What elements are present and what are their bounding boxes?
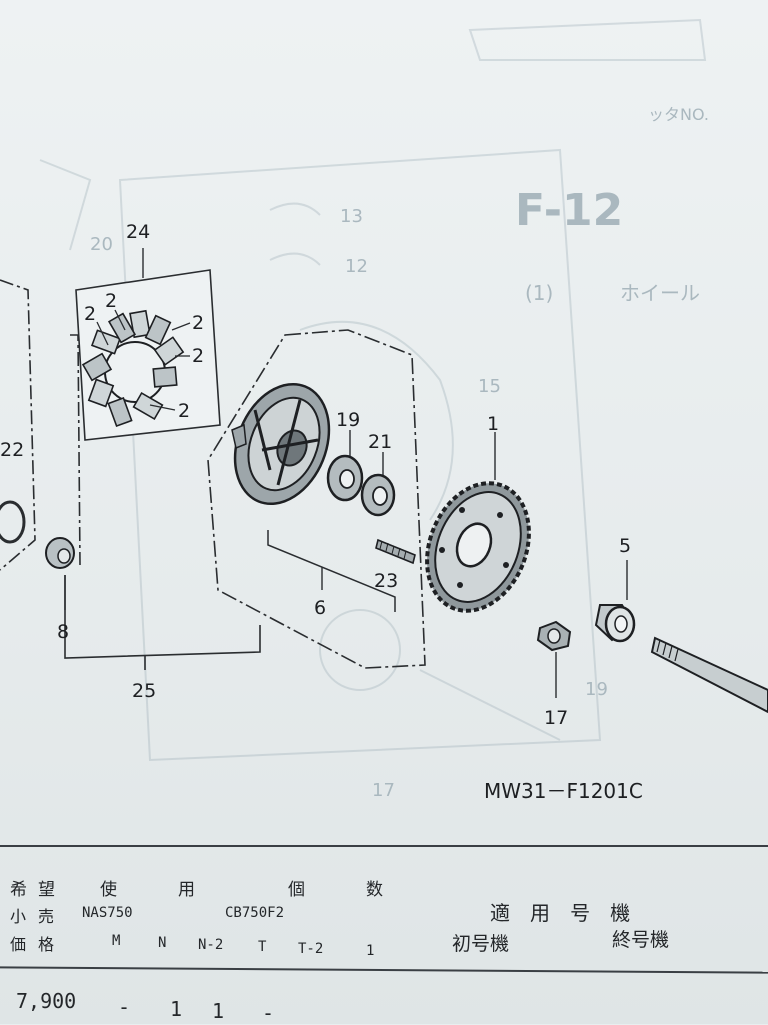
ghost-callout-17: 17: [372, 780, 395, 801]
column-n2: N-2: [198, 937, 224, 953]
collar-5: [594, 560, 636, 643]
bearing-19: [326, 430, 364, 502]
callout-8: 8: [57, 621, 69, 643]
column-1: 1: [366, 943, 375, 959]
callout-5: 5: [619, 535, 631, 557]
left-partial-group: [0, 279, 36, 571]
ghost-sub-code: (1): [525, 281, 553, 305]
rear-axle: [650, 636, 768, 714]
model-nas750: NAS750: [82, 905, 133, 921]
ghost-callout-12: 12: [345, 256, 368, 277]
header-char: 価: [10, 935, 27, 954]
header-char: 個: [288, 880, 305, 900]
parts-table: 希 望 使 用 個 数 小 売 NAS750 CB750F2 価 格 M N N…: [0, 845, 768, 1025]
nut-17: [536, 620, 572, 698]
callout-17: 17: [544, 707, 568, 729]
group-24-frame: [70, 248, 221, 566]
column-n: N: [158, 935, 167, 951]
ghost-callout-19: 19: [585, 679, 608, 700]
callout-23: 23: [374, 570, 398, 592]
ghost-callout-15: 15: [478, 376, 501, 397]
retail-price: 7,900: [16, 989, 77, 1013]
model-cb750f2: CB750F2: [225, 905, 285, 921]
hub-flange: [231, 382, 331, 506]
ghost-page-code: F-12: [515, 185, 623, 236]
stud-bolt-23: [375, 538, 416, 565]
driven-sprocket-1: [425, 432, 531, 613]
callout-2: 2: [84, 303, 96, 325]
callout-leaders-2: [96, 309, 191, 411]
callout-2: 2: [192, 312, 204, 334]
damper-rubber-ring: [81, 309, 185, 428]
column-t2: T-2: [298, 941, 324, 957]
header-char: 用: [178, 880, 195, 900]
callout-2: 2: [192, 345, 204, 367]
callout-21: 21: [368, 431, 392, 453]
header-char: 売: [38, 907, 55, 926]
group-6-frame: [207, 329, 426, 669]
collar-8: [45, 537, 75, 610]
callout-2: 2: [105, 290, 117, 312]
header-char: 格: [38, 935, 55, 954]
column-m: M: [112, 933, 121, 949]
header-char: 小: [10, 907, 27, 926]
callout-25: 25: [132, 680, 156, 702]
bleed-through-artwork: [39, 18, 707, 762]
first-frame-no-header: 初号機: [452, 933, 510, 955]
header-char: 希: [10, 880, 27, 900]
callout-2: 2: [178, 400, 190, 422]
ghost-sub-title: ホイール: [620, 281, 700, 305]
ghost-top-code: ッタNO.: [648, 105, 709, 124]
header-char: 数: [366, 880, 383, 900]
callout-1: 1: [487, 413, 499, 435]
applicable-frame-header: 適 用 号 機: [490, 901, 635, 925]
ghost-callout-20: 20: [90, 234, 113, 255]
last-frame-no-header: 終号機: [612, 929, 670, 951]
group-25-bracket: [64, 575, 261, 670]
qty-n2: 1: [212, 999, 225, 1023]
seal-21: [360, 452, 396, 517]
diagram-code: MW31－F1201C: [484, 779, 643, 803]
qty-n: 1: [170, 997, 183, 1021]
exploded-parts-diagram: F-12 (1) ホイール ッタNO. 13 12 15 17 19 20: [0, 18, 768, 803]
column-t: T: [258, 939, 267, 955]
header-char: 使: [100, 880, 117, 900]
callout-24: 24: [126, 221, 150, 243]
header-char: 望: [38, 880, 55, 900]
qty-t: -: [262, 1001, 275, 1025]
qty-m: -: [118, 995, 131, 1019]
ghost-callout-13: 13: [340, 206, 363, 227]
callout-6: 6: [314, 597, 326, 619]
table-mid-rule: [0, 966, 768, 974]
callout-22: 22: [0, 439, 24, 461]
callout-19: 19: [336, 409, 360, 431]
table-top-rule: [0, 845, 768, 847]
